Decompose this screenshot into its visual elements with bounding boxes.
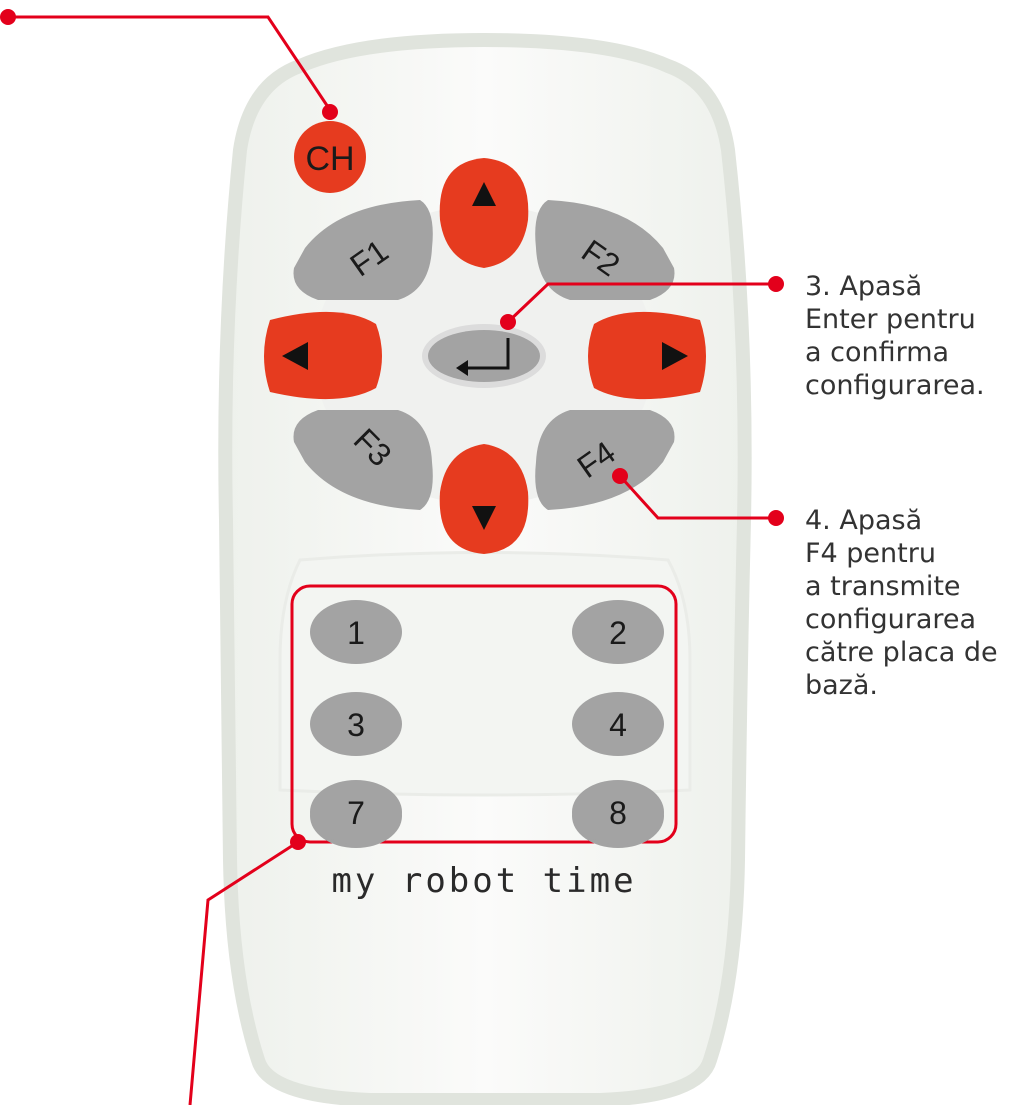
callout-f4-line: bază.	[805, 670, 878, 701]
number-key-8[interactable]: 8	[572, 780, 664, 844]
callout-dots	[0, 9, 784, 850]
callout-dot-f4	[612, 468, 628, 484]
number-key-label: 7	[347, 795, 365, 831]
arrow-left-icon	[282, 342, 308, 370]
down-button[interactable]	[439, 444, 529, 554]
number-key-2[interactable]: 2	[572, 600, 664, 664]
enter-button[interactable]	[422, 324, 546, 388]
callout-dot-enter	[500, 314, 516, 330]
callout-dot-ch-end	[0, 9, 16, 25]
callout-f4-line: F4 pentru	[805, 538, 936, 569]
ch-label: CH	[305, 140, 354, 178]
number-key-label: 2	[609, 615, 627, 651]
enter-icon	[466, 338, 510, 370]
f1-button[interactable]: F1	[293, 200, 433, 300]
callout-f4-line: configurarea	[805, 604, 977, 635]
f3-button[interactable]: F3	[293, 410, 433, 510]
callout-dot-keypad	[290, 834, 306, 850]
callout-dot-f4-end	[768, 510, 784, 526]
callout-line-f4	[618, 474, 776, 520]
callout-enter-line: configurarea.	[805, 370, 985, 401]
ch-button[interactable]: CH	[294, 121, 366, 193]
arrow-down-icon	[472, 506, 496, 530]
number-key-label: 4	[609, 707, 627, 743]
left-button[interactable]	[264, 311, 382, 400]
number-keypad-highlight	[290, 584, 678, 844]
number-key-label: 8	[609, 795, 627, 831]
number-key-label: 3	[347, 707, 365, 743]
callout-enter-line: Enter pentru	[805, 304, 976, 335]
callout-lines	[6, 15, 776, 1105]
number-key-4[interactable]: 4	[572, 692, 664, 756]
arrow-right-icon	[662, 342, 688, 370]
right-button[interactable]	[588, 311, 706, 400]
callout-f4: 4. Apasă F4 pentru a transmite configura…	[805, 504, 998, 702]
brand-logo: my robot time	[331, 861, 636, 901]
number-key-label: 1	[347, 615, 365, 651]
number-key-1[interactable]: 1	[310, 600, 402, 664]
callout-line-ch	[6, 15, 332, 111]
callout-dot-enter-end	[768, 276, 784, 292]
callout-line-enter	[506, 282, 776, 324]
callout-f4-line: către placa de	[805, 637, 998, 668]
number-key-3[interactable]: 3	[310, 692, 402, 756]
callout-dot-ch	[322, 104, 338, 120]
f2-button[interactable]: F2	[535, 200, 675, 300]
up-button[interactable]	[439, 158, 529, 268]
callout-f4-line: a transmite	[805, 571, 961, 602]
keypad-panel	[278, 551, 692, 797]
callout-line-keypad	[188, 840, 299, 1105]
number-keypad: 12345678	[310, 600, 664, 848]
callout-enter-line: 3. Apasă	[805, 271, 923, 302]
arrow-up-icon	[472, 182, 496, 206]
callout-f4-line: 4. Apasă	[805, 505, 923, 536]
callout-enter-line: a confirma	[805, 337, 950, 368]
number-key-7[interactable]: 7	[310, 780, 402, 844]
callout-enter: 3. Apasă Enter pentru a confirma configu…	[805, 270, 985, 402]
